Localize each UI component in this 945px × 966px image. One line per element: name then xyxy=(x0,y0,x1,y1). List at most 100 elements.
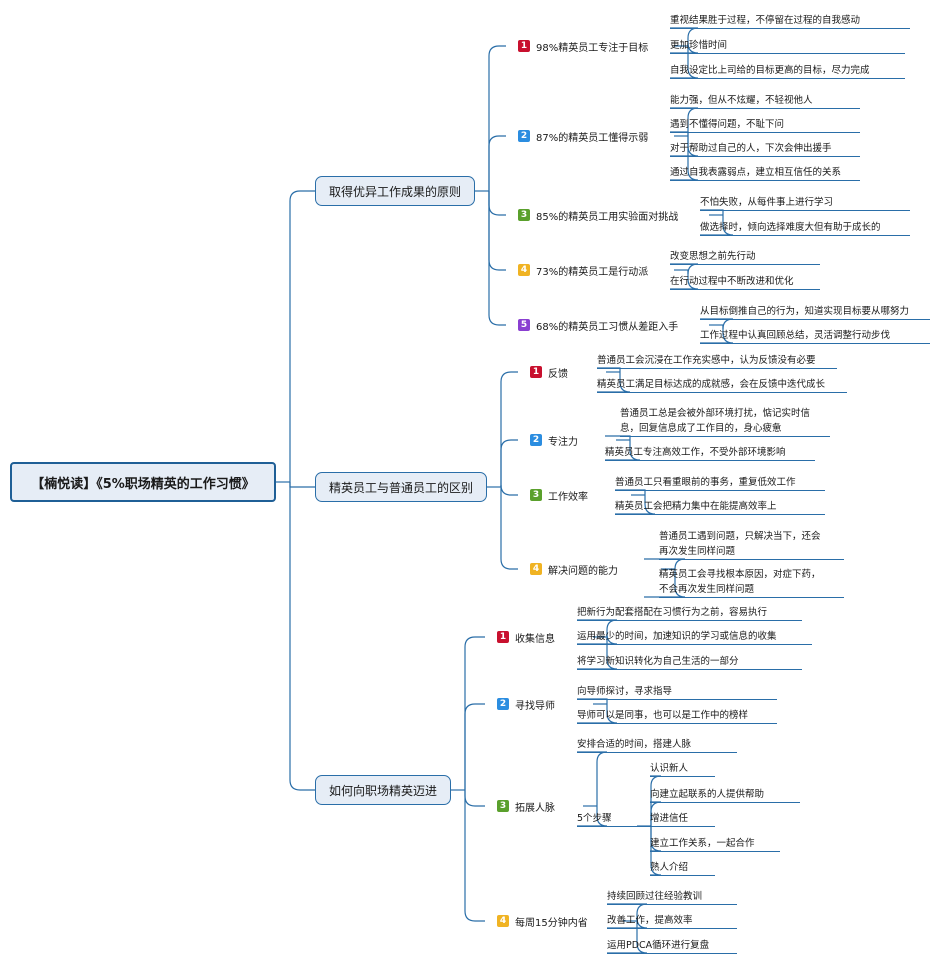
connector-line xyxy=(464,636,485,790)
connector-line xyxy=(488,191,506,326)
leaf-node[interactable]: 认识新人 xyxy=(650,762,715,777)
leaf-node[interactable]: 把新行为配套搭配在习惯行为之前，容易执行 xyxy=(577,606,802,621)
leaf-node[interactable]: 普通员工只看重眼前的事务，重复低效工作 xyxy=(615,476,825,491)
subtopic-node[interactable]: 3 85%的精英员工用实验面对挑战 xyxy=(518,207,678,223)
leaf-node[interactable]: 普通员工会沉浸在工作充实感中，认为反馈没有必要 xyxy=(597,354,837,369)
leaf-node[interactable]: 导师可以是同事，也可以是工作中的榜样 xyxy=(577,709,777,724)
connector-line xyxy=(488,191,506,271)
leaf-node[interactable]: 熟人介绍 xyxy=(650,861,715,876)
subtopic-label: 98%精英员工专注于目标 xyxy=(536,42,649,54)
connector-line xyxy=(597,372,631,393)
connector-line xyxy=(500,439,518,487)
priority-badge: 2 xyxy=(530,434,542,446)
connector-line xyxy=(670,270,699,290)
priority-badge: 2 xyxy=(497,698,509,710)
leaf-node[interactable]: 改善工作，提高效率 xyxy=(607,914,737,929)
priority-badge: 2 xyxy=(518,130,530,142)
leaf-node[interactable]: 对于帮助过自己的人，下次会伸出援手 xyxy=(670,142,860,157)
leaf-node[interactable]: 精英员工会寻找根本原因，对症下药， xyxy=(659,569,821,580)
connector-line xyxy=(289,482,315,791)
connector-line xyxy=(577,637,618,670)
connector-line xyxy=(577,806,608,827)
leaf-node[interactable]: 向导师探讨，寻求指导 xyxy=(577,685,777,700)
connector-line xyxy=(577,704,618,724)
leaf-node[interactable]: 工作过程中认真回顾总结，灵活调整行动步伐 xyxy=(700,329,930,344)
subtopic-label: 工作效率 xyxy=(548,491,588,503)
branch-node[interactable]: 取得优异工作成果的原则 xyxy=(315,176,475,206)
leaf-node[interactable]: 能力强，但从不炫耀，不轻视他人 xyxy=(670,94,860,109)
connector-line xyxy=(670,263,699,275)
leaf-node[interactable]: 在行动过程中不断改进和优化 xyxy=(670,275,820,290)
leaf-node[interactable]: 不会再次发生同样问题 xyxy=(659,583,844,598)
leaf-node[interactable]: 向建立起联系的人提供帮助 xyxy=(650,788,800,803)
leaf-node[interactable]: 普通员工总是会被外部环境打扰，惦记实时信 xyxy=(620,408,811,419)
leaf-node[interactable]: 精英员工会把精力集中在能提高效率上 xyxy=(615,500,825,515)
connector-line xyxy=(488,135,506,191)
leaf-node[interactable]: 建立工作关系，一起合作 xyxy=(650,837,780,852)
branch-node[interactable]: 如何向职场精英迈进 xyxy=(315,775,451,805)
leaf-node[interactable]: 增进信任 xyxy=(650,812,715,827)
connector-line xyxy=(700,325,734,344)
leaf-node[interactable]: 将学习新知识转化为自己生活的一部分 xyxy=(577,655,802,670)
leaf-node[interactable]: 做选择时，倾向选择难度大但有助于成长的 xyxy=(700,221,910,236)
priority-badge: 5 xyxy=(518,319,530,331)
leaf-node[interactable]: 重视结果胜于过程，不停留在过程的自我感动 xyxy=(670,14,910,29)
priority-badge: 1 xyxy=(497,631,509,643)
leaf-node[interactable]: 通过自我表露弱点，建立相互信任的关系 xyxy=(670,166,860,181)
root-node[interactable]: 【楠悦读】《5%职场精英的工作习惯》 xyxy=(10,462,276,502)
connector-line xyxy=(464,790,485,807)
subtopic-label: 解决问题的能力 xyxy=(548,565,618,577)
subtopic-label: 每周15分钟内省 xyxy=(515,917,588,929)
connector-line xyxy=(650,826,662,876)
leaf-node[interactable]: 不怕失败，从每件事上进行学习 xyxy=(700,196,910,211)
subtopic-node[interactable]: 4 每周15分钟内省 xyxy=(497,913,588,929)
connector-line xyxy=(464,703,485,790)
leaf-node[interactable]: 精英员工专注高效工作，不受外部环境影响 xyxy=(605,446,815,461)
priority-badge: 1 xyxy=(530,366,542,378)
leaf-node[interactable]: 5个步骤 xyxy=(577,812,707,827)
connector-line xyxy=(644,569,686,598)
priority-badge: 4 xyxy=(530,563,542,575)
connector-line xyxy=(577,751,608,806)
subtopic-label: 拓展人脉 xyxy=(515,802,555,814)
leaf-node[interactable]: 改变思想之前先行动 xyxy=(670,250,820,265)
priority-badge: 4 xyxy=(497,915,509,927)
leaf-node[interactable]: 更加珍惜时间 xyxy=(670,39,905,54)
subtopic-node[interactable]: 4 解决问题的能力 xyxy=(530,561,618,577)
connector-line xyxy=(488,191,506,216)
connector-line xyxy=(500,487,518,570)
subtopic-node[interactable]: 2 寻找导师 xyxy=(497,696,555,712)
leaf-node[interactable]: 自我设定比上司给的目标更高的目标，尽力完成 xyxy=(670,64,905,79)
connector-line xyxy=(605,440,641,461)
priority-badge: 3 xyxy=(518,209,530,221)
leaf-node[interactable]: 再次发生同样问题 xyxy=(659,545,844,560)
leaf-node[interactable]: 持续回顾过往经验教训 xyxy=(607,890,737,905)
leaf-node[interactable]: 安排合适的时间，搭建人脉 xyxy=(577,738,737,753)
leaf-node[interactable]: 息，回复信息成了工作目的，身心疲惫 xyxy=(620,422,830,437)
connector-line xyxy=(670,42,699,54)
leaf-node[interactable]: 从目标倒推自己的行为，知道实现目标要从哪努力 xyxy=(700,305,930,320)
leaf-node[interactable]: 普通员工遇到问题，只解决当下，还会 xyxy=(659,531,821,542)
branch-node[interactable]: 精英员工与普通员工的区别 xyxy=(315,472,487,502)
subtopic-label: 85%的精英员工用实验面对挑战 xyxy=(536,211,679,223)
connector-line xyxy=(289,482,315,488)
leaf-node[interactable]: 运用PDCA循环进行复盘 xyxy=(607,939,737,954)
leaf-node[interactable]: 运用最少的时间，加速知识的学习或信息的收集 xyxy=(577,630,812,645)
leaf-node[interactable]: 精英员工满足目标达成的成就感，会在反馈中迭代成长 xyxy=(597,378,847,393)
connector-line xyxy=(488,45,506,191)
priority-badge: 4 xyxy=(518,264,530,276)
subtopic-node[interactable]: 3 拓展人脉 xyxy=(497,798,555,814)
connector-line xyxy=(464,790,485,922)
leaf-node[interactable]: 遇到不懂得问题，不耻下问 xyxy=(670,118,860,133)
priority-badge: 3 xyxy=(497,800,509,812)
subtopic-label: 寻找导师 xyxy=(515,700,555,712)
